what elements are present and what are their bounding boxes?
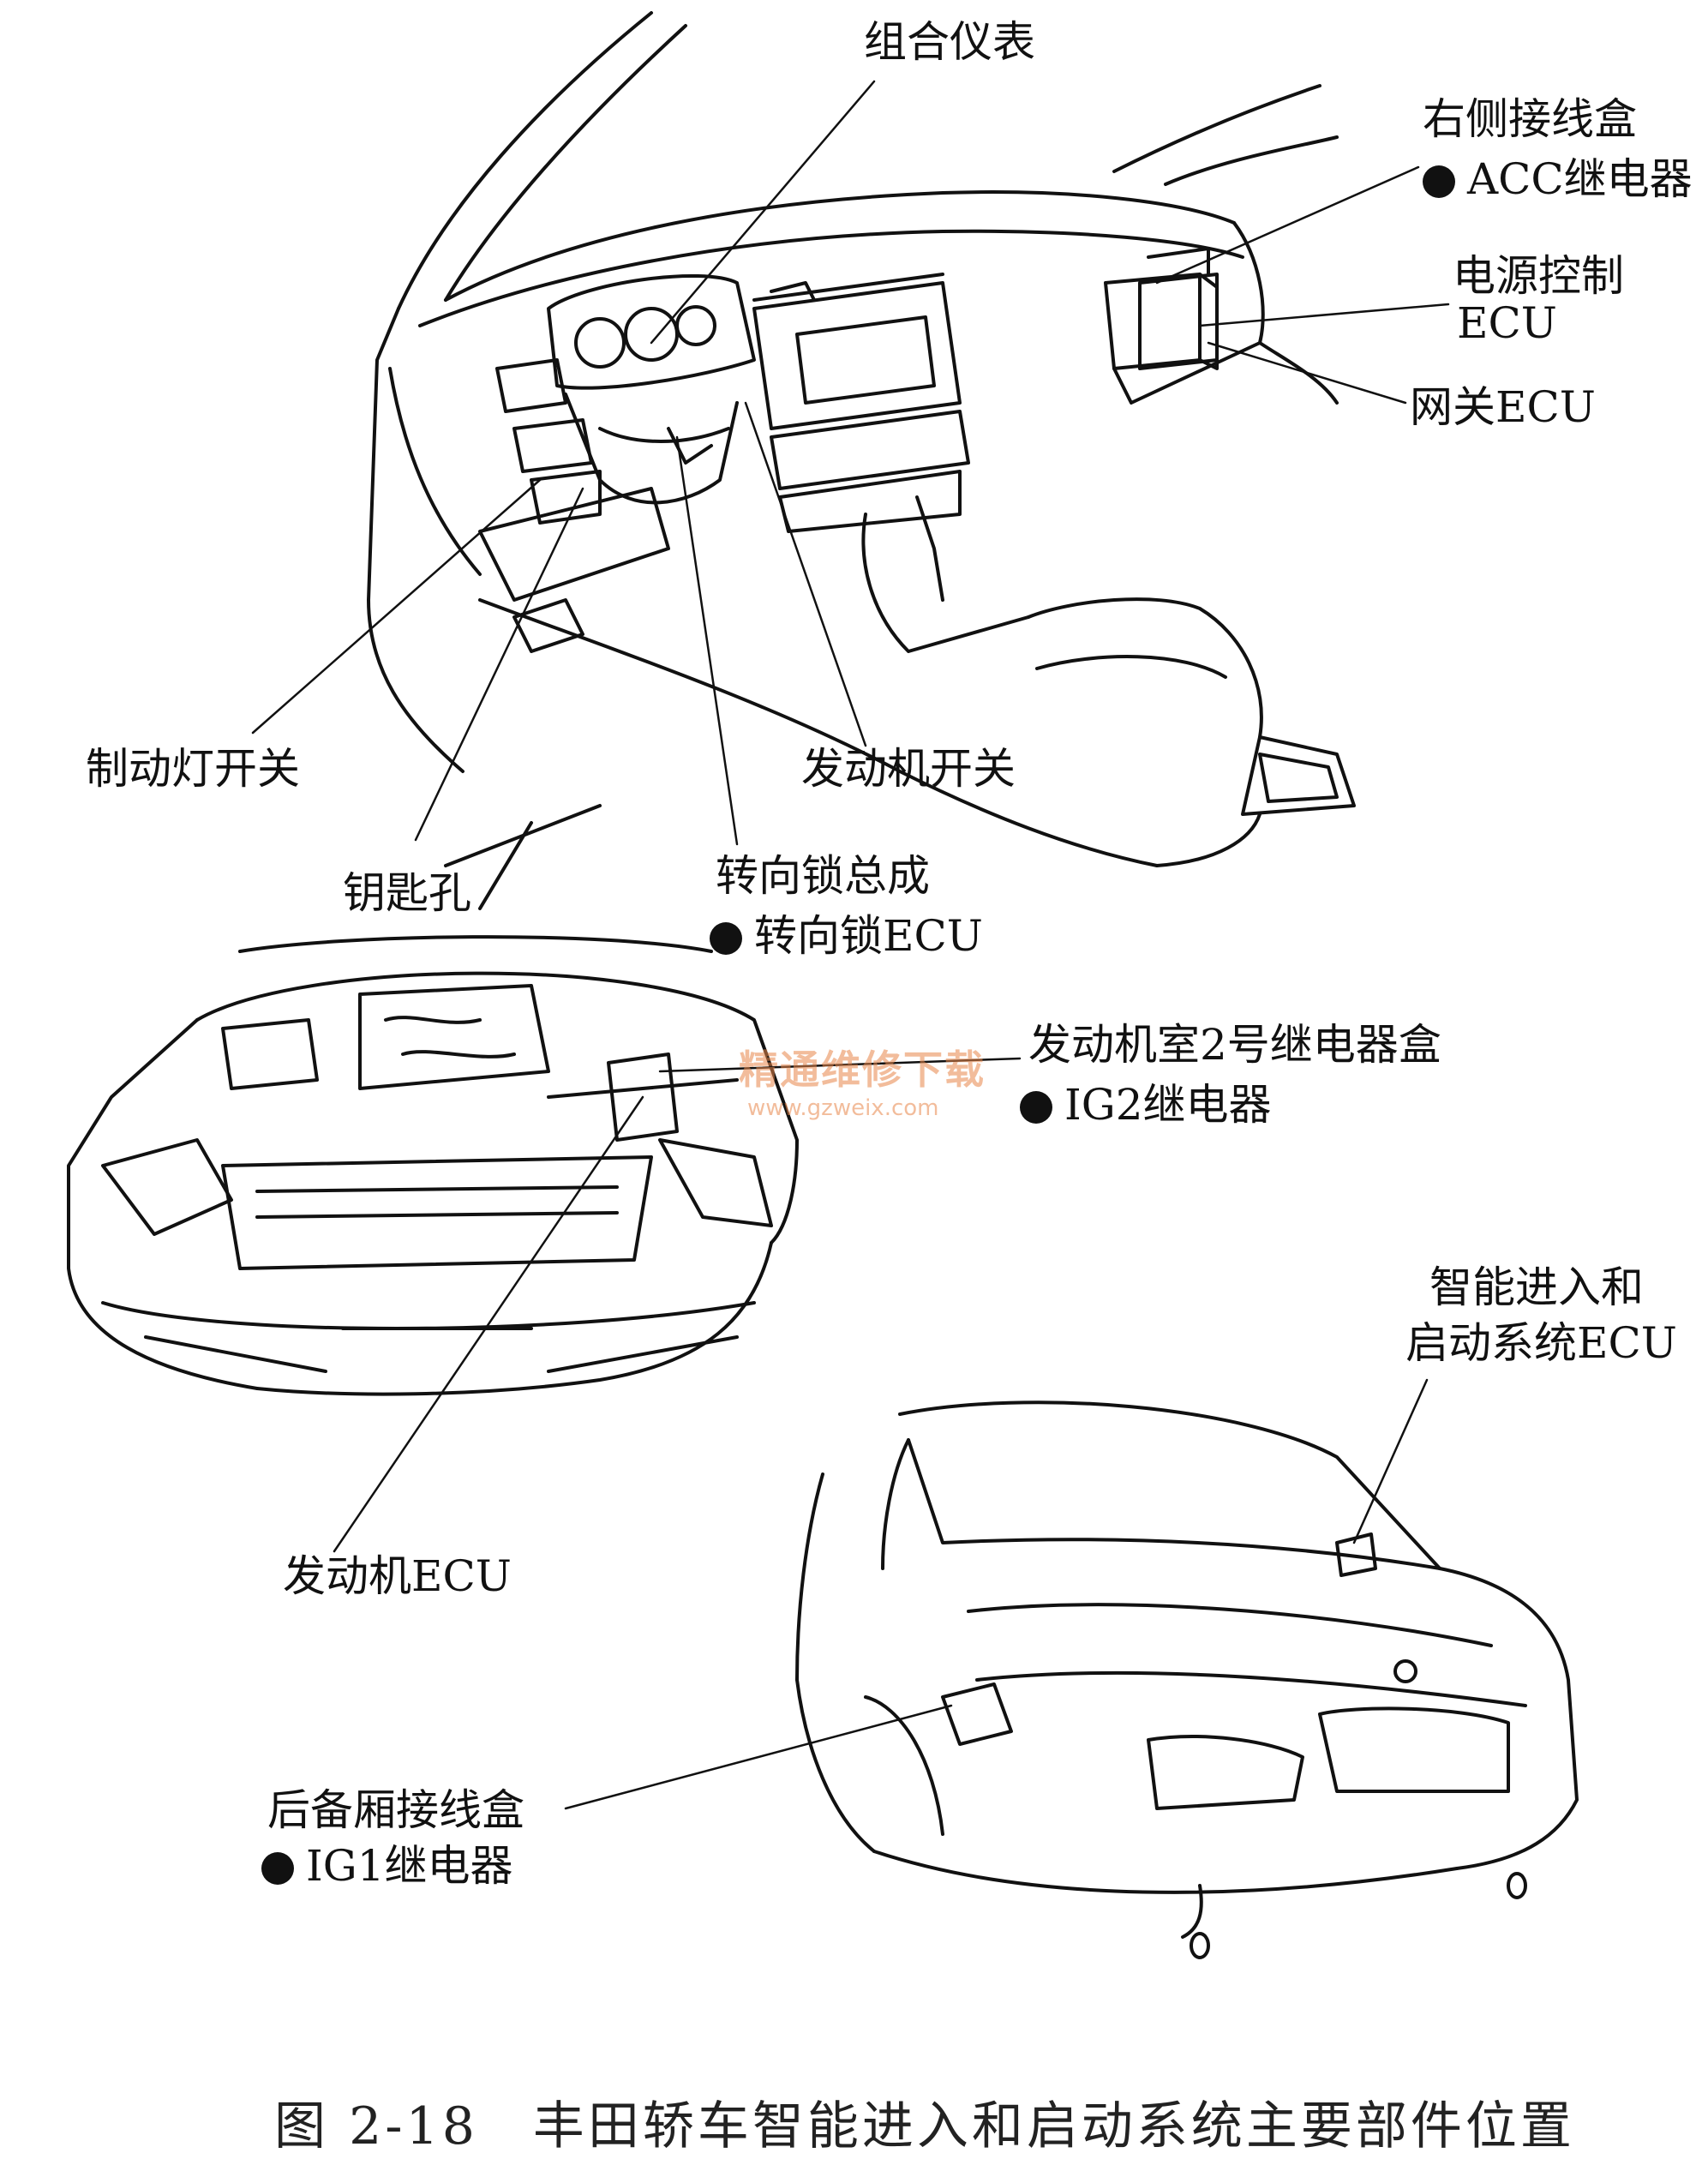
watermark: 精通维修下载 www.gzweix.com (739, 1039, 986, 1121)
label-ig1-relay: IG1继电器 (261, 1843, 513, 1890)
label-acc-relay: ACC继电器 (1423, 156, 1693, 203)
dashboard-illustration (367, 11, 1356, 910)
label-trunk-junction-box: 后备厢接线盒 (267, 1785, 524, 1835)
label-steering-lock-ecu: 转向锁ECU (710, 913, 983, 960)
bullet-icon (1020, 1091, 1052, 1124)
rear-car-illustration (795, 1400, 1579, 1959)
bullet-icon (710, 922, 742, 955)
leader-lines (251, 80, 1450, 1810)
label-engine-ecu: 发动机ECU (283, 1551, 512, 1601)
label-stop-light-switch: 制动灯开关 (86, 744, 300, 794)
watermark-title: 精通维修下载 (739, 1047, 986, 1093)
label-engine-switch: 发动机开关 (801, 744, 1016, 794)
figure-caption: 图 2-18 丰田轿车智能进入和启动系统主要部件位置 (274, 2096, 1575, 2156)
label-smart-entry-ecu: 智能进入和 (1429, 1262, 1644, 1312)
label-engine-room-relay-box: 发动机室2号继电器盒 (1028, 1020, 1441, 1070)
bullet-icon (261, 1852, 294, 1885)
label-instrument-cluster: 组合仪表 (864, 17, 1035, 67)
steering-lock-ecu-text: 转向锁ECU (754, 911, 983, 961)
label-smart-entry-ecu-line2: 启动系统ECU (1405, 1318, 1677, 1368)
bullet-icon (1423, 165, 1455, 198)
label-key-slot: 钥匙孔 (343, 868, 471, 918)
ig1-relay-text: IG1继电器 (306, 1841, 513, 1891)
label-power-control-ecu: 电源控制 (1453, 251, 1624, 301)
label-right-junction-box: 右侧接线盒 (1423, 94, 1637, 144)
watermark-url: www.gzweix.com (747, 1095, 939, 1121)
label-ig2-relay: IG2继电器 (1020, 1082, 1272, 1129)
engine-bay-illustration (67, 935, 799, 1396)
label-steering-lock-assembly: 转向锁总成 (716, 851, 930, 901)
label-gateway-ecu: 网关ECU (1410, 382, 1596, 432)
label-power-control-ecu-line2: ECU (1457, 298, 1557, 348)
ig2-relay-text: IG2继电器 (1064, 1080, 1272, 1130)
acc-relay-text: ACC继电器 (1467, 154, 1693, 204)
